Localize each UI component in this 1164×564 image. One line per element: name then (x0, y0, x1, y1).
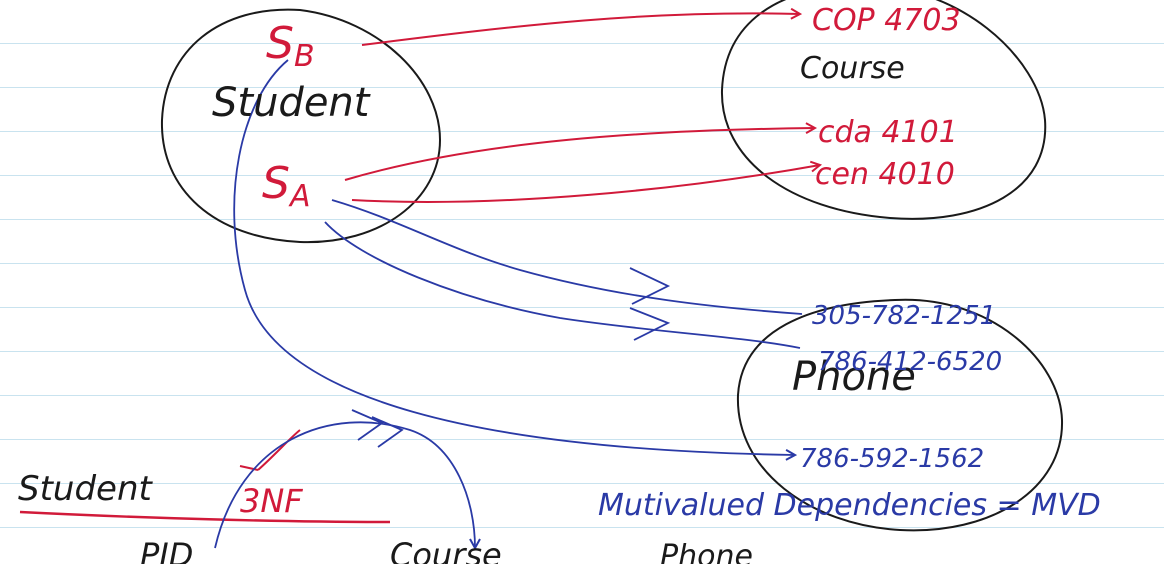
mvd-label: Mutivalued Dependencies = MVD (598, 488, 1101, 523)
student-set-title: Student (212, 80, 371, 126)
col-course: Course (390, 536, 502, 564)
nf-label: 3NF (240, 482, 303, 520)
phone-set-title: Phone (792, 354, 916, 400)
course-item-cop4703: COP 4703 (812, 3, 961, 38)
course-set-oval (720, 0, 1047, 220)
arrowhead-phone2 (629, 307, 671, 341)
phone-item-2: 786-412-6520 (818, 347, 1002, 377)
course-item-cen4010: cen 4010 (815, 157, 955, 192)
arrowhead-phone1 (629, 267, 671, 305)
phone-set-oval (736, 298, 1064, 532)
arrow-sa-to-cen4010 (351, 165, 820, 203)
arrow-sb-to-cop4703 (361, 13, 800, 46)
student-underline (19, 510, 391, 524)
student-set-oval (160, 8, 442, 244)
course-item-cda4101: cda 4101 (818, 115, 958, 150)
course-set-title: Course (800, 51, 905, 86)
phone-item-3: 786-592-1562 (800, 444, 984, 474)
col-pid: PID (140, 536, 193, 564)
sa-member-label: SA (262, 158, 310, 214)
phone-item-1: 305-782-1251 (812, 301, 996, 331)
arrow-sa-to-cda4101 (344, 128, 815, 181)
bottom-student-label: Student (18, 469, 154, 509)
arc-double-arrowhead (351, 409, 404, 448)
arrow-sb-to-phone3 (233, 59, 795, 455)
col-phone: Phone (660, 539, 753, 564)
sb-member-label: SB (266, 18, 315, 74)
arrow-sa-to-phone1 (331, 199, 803, 315)
arrow-sa-to-phone2 (324, 221, 801, 349)
student-red-check (239, 429, 301, 471)
